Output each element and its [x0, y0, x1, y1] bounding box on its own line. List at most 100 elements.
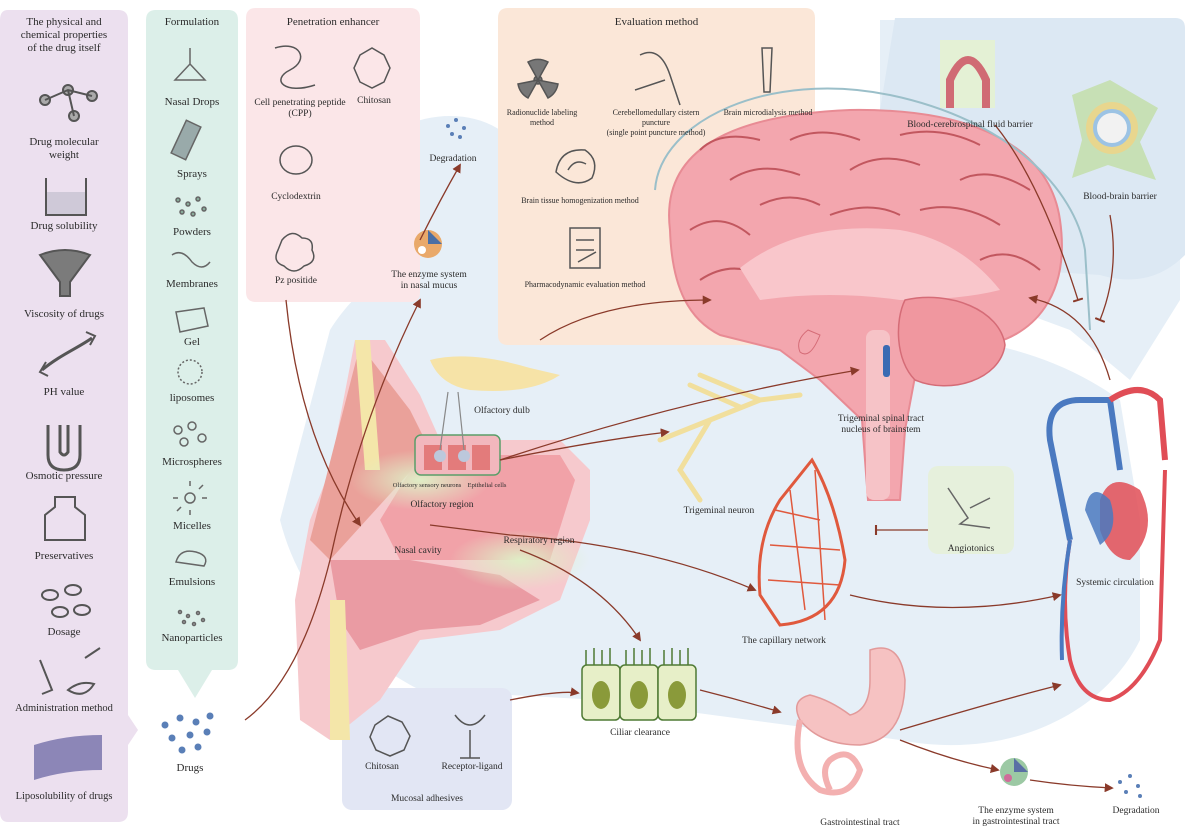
evaluation-method-title: Evaluation method	[614, 16, 699, 28]
liposomes-label: liposomes	[169, 392, 215, 404]
formulation-title: Formulation	[164, 16, 220, 28]
clipboard-icon	[569, 227, 601, 269]
membranes-label: Membranes	[166, 278, 218, 290]
ciliar-cells-illustration	[581, 648, 697, 721]
viscosity-label: Viscosity of drugs	[23, 308, 104, 320]
trigeminal-neuron-label: Trigeminal neuron	[683, 506, 755, 516]
label-line: (CPP)	[288, 109, 312, 119]
double-arrow-icon	[38, 331, 97, 377]
olfactory-neurons-label: Olfactory sensory neurons	[392, 482, 462, 489]
liposome-icon	[177, 359, 203, 385]
spray-icon	[170, 119, 202, 161]
gel-icon	[175, 307, 209, 333]
drug-properties-title-line: The physical and	[26, 16, 102, 28]
label-line: (single point puncture method)	[606, 128, 706, 137]
gi-tract-label: Gastrointestinal tract	[820, 818, 900, 828]
label-line: Drug molecular	[29, 136, 99, 148]
dosage-label: Dosage	[47, 626, 81, 638]
formulation-icons	[161, 48, 214, 754]
drugs-label: Drugs	[176, 762, 204, 774]
epithelial-cells-label: Epithelial cells	[467, 482, 507, 489]
microsphere-icon	[173, 421, 207, 447]
drug-properties-panel	[0, 10, 138, 822]
label-line: in gastrointestinal tract	[972, 817, 1060, 827]
systemic-circulation-label: Systemic circulation	[1076, 578, 1154, 588]
degradation-bottom-label: Degradation	[1112, 806, 1160, 816]
microspheres-label: Microspheres	[162, 456, 222, 468]
pz-icon	[275, 232, 315, 272]
bbb-label: Blood-brain barrier	[1083, 192, 1157, 202]
flow-arrows	[244, 124, 1114, 793]
enhancer-icons	[274, 45, 391, 272]
membrane-icon	[34, 735, 102, 780]
capillary-network-label: The capillary network	[742, 636, 826, 646]
cpp-icon	[274, 45, 316, 90]
nasal-cavity-illustration	[295, 340, 590, 740]
drugs-dots-icon	[161, 712, 214, 754]
olfactory-bulb-label: Olfactory dulb	[474, 406, 530, 416]
angiotonics-label: Angiotonics	[947, 544, 995, 554]
receptor-ligand-label: Receptor-ligand	[441, 762, 503, 772]
drug-properties-title: The physical and chemical properties of …	[4, 16, 124, 55]
brain-section-icon	[555, 149, 596, 184]
chitosan-label: Chitosan	[357, 96, 391, 106]
degradation-dots-bottom	[1118, 774, 1142, 798]
cistern-puncture-icon	[634, 51, 681, 106]
micelles-label: Micelles	[173, 520, 211, 532]
ph-value-label: PH value	[43, 386, 85, 398]
respiratory-region-label: Respiratory region	[503, 536, 575, 546]
label-line: in nasal mucus	[400, 281, 458, 291]
nasal-cavity-label: Nasal cavity	[394, 546, 442, 556]
capillary-network-illustration	[757, 457, 847, 627]
micelle-icon	[173, 481, 207, 515]
funnel-icon	[38, 249, 92, 297]
drug-properties-title-line: chemical properties	[20, 29, 108, 41]
evaluation-icons	[517, 47, 773, 269]
enzyme-gi-icon	[1000, 758, 1028, 786]
pills-icon	[41, 584, 91, 618]
label-line: method	[530, 118, 554, 127]
bcsf-barrier-label: Blood-cerebrospinal fluid barrier	[907, 120, 1033, 130]
u-tube-icon	[46, 425, 82, 472]
bottle-icon	[44, 496, 86, 541]
gel-label: Gel	[184, 336, 200, 348]
label-line: nucleus of brainstem	[841, 425, 921, 435]
degradation-top-label: Degradation	[429, 154, 477, 164]
preservatives-label: Preservatives	[34, 550, 94, 562]
label-line: puncture	[642, 118, 670, 127]
radiation-icon	[517, 58, 559, 100]
label-line: Cell penetrating peptide	[254, 98, 346, 108]
gi-tract-illustration	[794, 647, 906, 796]
enzyme-nasal-icon	[414, 230, 442, 258]
nose-mouth-icon	[39, 647, 101, 695]
molecule-icon	[39, 84, 98, 122]
osmotic-pressure-label: Osmotic pressure	[25, 470, 103, 482]
chitosan-icon	[353, 47, 391, 89]
cyclodextrin-icon	[279, 145, 313, 175]
beaker-icon	[45, 178, 87, 216]
angiotonics-box	[928, 466, 1014, 554]
label-line: Cerebellomedullary cistern	[612, 108, 700, 117]
angiotonics-icon	[947, 487, 991, 529]
label-line: The enzyme system	[978, 806, 1054, 816]
sprays-label: Sprays	[177, 168, 207, 180]
brain-illustration	[668, 108, 1063, 501]
label-line: Trigeminal spinal tract	[837, 414, 925, 424]
brain-outline	[654, 87, 1091, 331]
mucosal-chitosan-label: Chitosan	[365, 762, 399, 772]
bcsf-barrier-icon	[946, 56, 990, 108]
mucosal-adhesives-title: Mucosal adhesives	[390, 794, 464, 804]
penetration-enhancer-title: Penetration enhancer	[286, 16, 380, 28]
microdialysis-label: Brain microdialysis method	[723, 108, 813, 117]
membrane-sheet-icon	[171, 251, 211, 268]
nanoparticle-icon	[177, 609, 206, 627]
mucosal-icons	[369, 714, 486, 759]
powder-icon	[175, 196, 207, 217]
olfactory-region-label: Olfactory region	[410, 500, 474, 510]
administration-method-label: Administration method	[15, 703, 113, 714]
drug-property-icons	[34, 84, 102, 780]
